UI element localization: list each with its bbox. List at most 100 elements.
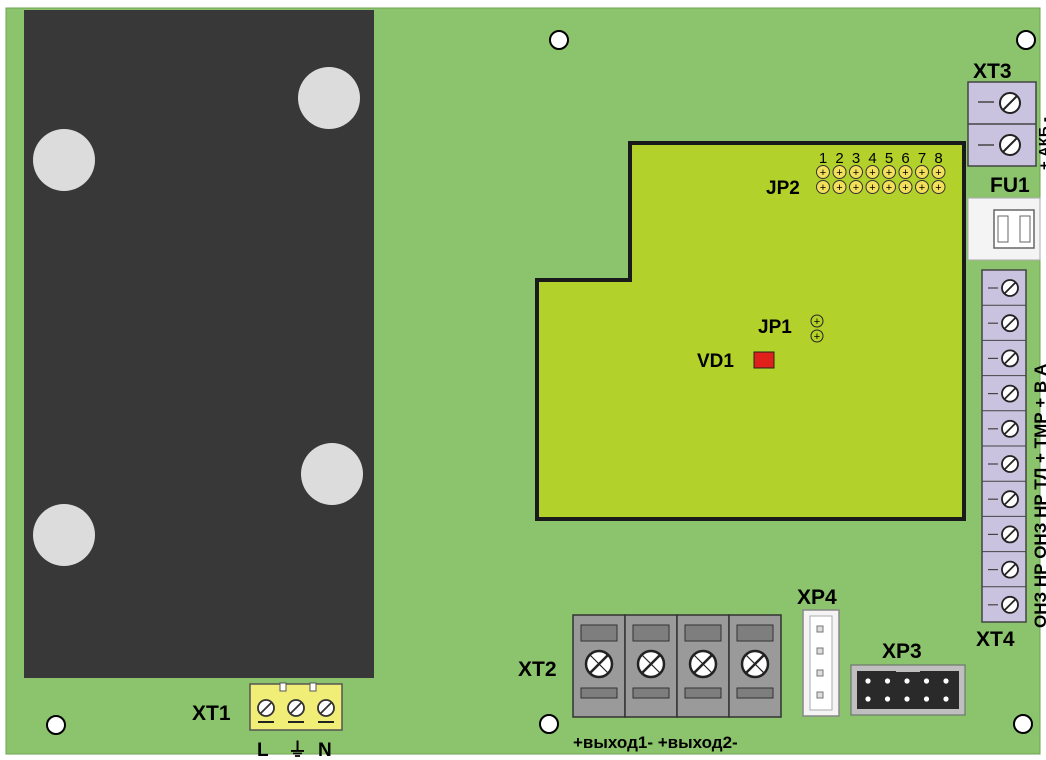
jp2-number: 8 bbox=[934, 150, 942, 167]
xt4-terminal bbox=[981, 269, 1027, 623]
jp2-pin bbox=[849, 165, 863, 179]
xt2-pin-labels: +выход1- +выход2- bbox=[573, 733, 738, 752]
screw-slot bbox=[1003, 598, 1017, 612]
jp1-pins: + + bbox=[810, 314, 824, 343]
jp2-pin-mark: + bbox=[836, 167, 842, 179]
xt1-label: XT1 bbox=[192, 702, 231, 725]
jp2-number: 3 bbox=[852, 150, 860, 167]
screw-slot bbox=[1003, 422, 1017, 436]
xt2-top-slot bbox=[684, 624, 722, 642]
screw-slot bbox=[1003, 492, 1017, 506]
jp2-pin-mark: + bbox=[853, 182, 859, 194]
xt1-terminal bbox=[249, 682, 343, 731]
jp2-pin bbox=[816, 180, 830, 194]
jp2-number: 4 bbox=[868, 150, 876, 167]
svg-text:+: + bbox=[814, 331, 820, 343]
jp2-pin-mark: + bbox=[869, 167, 875, 179]
jp2-pin bbox=[931, 165, 946, 179]
xt2-terminal bbox=[572, 614, 782, 718]
jp2-pin-mark: + bbox=[836, 182, 842, 194]
vd1-label: VD1 bbox=[697, 351, 734, 372]
xt2-top-slot bbox=[736, 624, 774, 642]
screw-slot bbox=[1003, 281, 1017, 295]
xp3-pin bbox=[865, 696, 871, 702]
xp3-pin bbox=[923, 678, 930, 684]
jp2-pin bbox=[865, 180, 880, 194]
xt1-pin-n: N bbox=[318, 740, 332, 760]
fu1-label: FU1 bbox=[990, 174, 1030, 197]
xp3-pin bbox=[943, 678, 949, 684]
jp2-pin-mark: + bbox=[935, 167, 941, 179]
jp2-pin bbox=[832, 165, 847, 179]
xt2-bottom-slot bbox=[684, 687, 722, 699]
jp2-pin bbox=[882, 180, 896, 194]
jp2-number: 5 bbox=[885, 150, 893, 167]
jp2-pin bbox=[832, 180, 847, 194]
xt2-bottom-slot bbox=[736, 687, 774, 699]
jp1-label: JP1 bbox=[758, 317, 792, 338]
jp2-number: 6 bbox=[901, 150, 909, 167]
jp2-pin-mark: + bbox=[853, 167, 859, 179]
jp2-pin bbox=[849, 180, 863, 194]
xt3-pin-labels: + АКБ - bbox=[1036, 117, 1046, 170]
jp2-pin-mark: + bbox=[919, 182, 925, 194]
xt4-pin-labels: ОНЗ НР ОНЗ НР ТЛ + ТМР + В А bbox=[1031, 364, 1046, 628]
xt2-top-slot bbox=[580, 624, 618, 642]
xp3-pin bbox=[865, 678, 871, 684]
jp2-pin-mark: + bbox=[820, 167, 826, 179]
xp3-pin bbox=[904, 696, 910, 702]
jp2-pin bbox=[898, 180, 913, 194]
jp2-pin-mark: + bbox=[902, 182, 908, 194]
xt2-bottom-slot bbox=[632, 687, 670, 699]
xp3-pin bbox=[884, 678, 891, 684]
screw-slot bbox=[1003, 562, 1017, 577]
transformer-hole bbox=[33, 129, 95, 191]
xp3-pin bbox=[923, 696, 930, 702]
jp2-pin-mark: + bbox=[820, 182, 826, 194]
screw-slot bbox=[1003, 386, 1017, 401]
transformer-hole bbox=[301, 443, 363, 505]
xp3-pin bbox=[943, 696, 949, 702]
jp2-pin bbox=[915, 180, 929, 194]
jp2-label: JP2 bbox=[766, 178, 800, 199]
transformer-hole bbox=[33, 504, 95, 566]
screw-terminal-icon bbox=[999, 92, 1021, 156]
screw-slot bbox=[745, 654, 765, 674]
jp2-number: 7 bbox=[918, 150, 926, 167]
xt2-top-slot bbox=[632, 624, 670, 642]
screw-terminal-icon bbox=[257, 699, 335, 717]
xp3-connector bbox=[850, 664, 966, 716]
jp2-pin-mark: + bbox=[902, 167, 908, 179]
screw-slot bbox=[1003, 527, 1017, 542]
jp2-pins: ++++++++++++++++ bbox=[816, 165, 946, 194]
xt3-label: XT3 bbox=[973, 60, 1012, 83]
xp3-label: XP3 bbox=[882, 640, 922, 663]
screw-slot bbox=[589, 654, 609, 674]
jp2-pin bbox=[931, 180, 946, 194]
jp2-pin bbox=[865, 165, 880, 179]
transformer-hole bbox=[298, 67, 360, 129]
xt2-bottom-slot bbox=[580, 687, 618, 699]
mounting-hole-icon bbox=[46, 30, 1036, 735]
xp3-pin bbox=[884, 696, 891, 702]
jp2-pin bbox=[915, 165, 929, 179]
xp4-connector bbox=[802, 609, 840, 717]
screw-slot bbox=[1003, 457, 1017, 471]
jp2-pin bbox=[816, 165, 830, 179]
jp2-number: 1 bbox=[819, 150, 827, 167]
module-board bbox=[535, 141, 966, 521]
xt2-label: XT2 bbox=[518, 658, 557, 681]
xt1-pin-ground: ⏚ bbox=[288, 739, 307, 760]
jp2-pin-mark: + bbox=[919, 167, 925, 179]
jp2-pin-mark: + bbox=[886, 182, 892, 194]
screw-slot bbox=[1003, 351, 1017, 366]
jp2-pin-mark: + bbox=[869, 182, 875, 194]
xt1-pin-l: L bbox=[257, 740, 269, 760]
screw-slot bbox=[641, 654, 661, 674]
screw-slot bbox=[693, 654, 713, 674]
vd1-led bbox=[753, 351, 775, 369]
jp2-pin bbox=[882, 165, 896, 179]
